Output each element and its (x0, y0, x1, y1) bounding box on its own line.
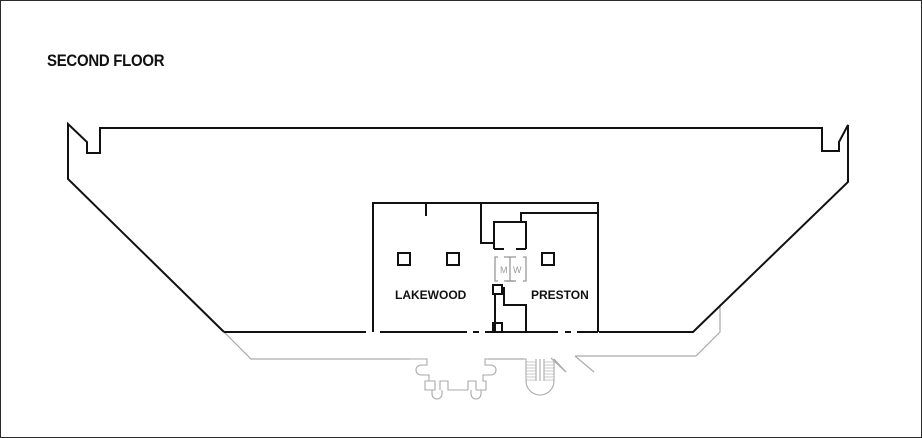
column-2 (446, 252, 460, 266)
columns (397, 252, 555, 266)
column-3 (541, 252, 555, 266)
mens-restroom-label: M (500, 265, 508, 275)
stair-treads (526, 361, 554, 381)
room-label-preston: PRESTON (531, 288, 589, 302)
lakewood-outer-wall (372, 202, 599, 332)
column-1 (397, 252, 411, 266)
entrance-features (410, 358, 567, 400)
restrooms (494, 256, 527, 282)
floor-title: SECOND FLOOR (47, 51, 165, 70)
exterior-outline (223, 306, 721, 373)
room-label-lakewood: LAKEWOOD (395, 288, 467, 302)
building-outline (67, 121, 849, 333)
womens-restroom-label: W (513, 265, 522, 275)
meeting-rooms-walls (372, 202, 599, 333)
